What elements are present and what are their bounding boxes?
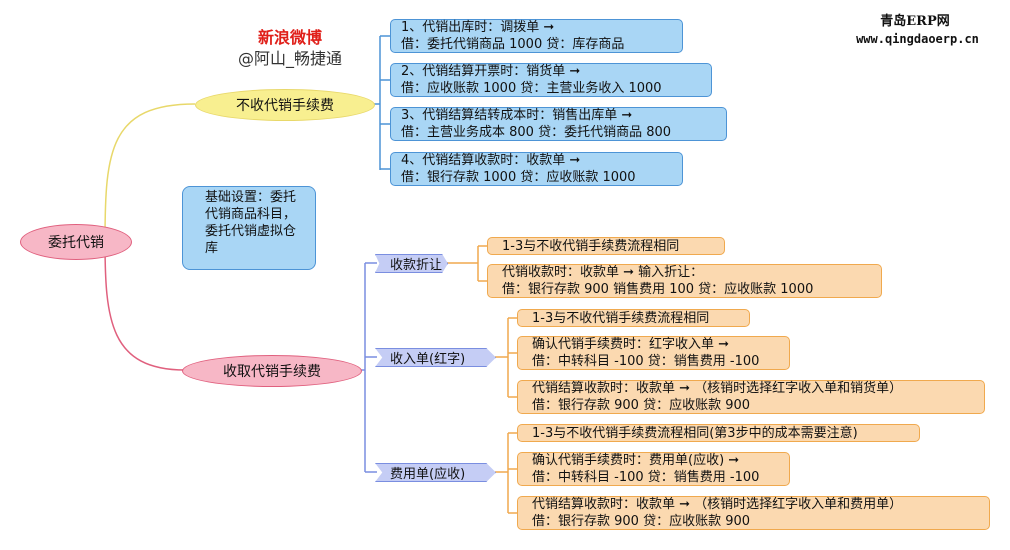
red-income-item-3[interactable]: 代销结算收款时：收款单 ➞ （核销时选择红字收入单和销货单） 借：银行存款 900… — [517, 380, 985, 414]
item-entry: 借：银行存款 900 贷：应收账款 900 — [532, 514, 751, 529]
item-title: 代销结算收款时：收款单 ➞ （核销时选择红字收入单和销货单） — [532, 381, 903, 396]
item-entry: 借：银行存款 900 销售费用 100 贷：应收账款 1000 — [502, 282, 814, 297]
step-entry: 借：委托代销商品 1000 贷：库存商品 — [401, 37, 625, 52]
step-title: 2、代销结算开票时：销货单 ➞ — [401, 64, 581, 79]
author-label: @阿山_畅捷通 — [237, 49, 342, 68]
weibo-label: 新浪微博 — [257, 28, 322, 47]
expense-item-3[interactable]: 代销结算收款时：收款单 ➞ （核销时选择红字收入单和费用单） 借：银行存款 900… — [517, 496, 990, 530]
step-4[interactable]: 4、代销结算收款时：收款单 ➞ 借：银行存款 1000 贷：应收账款 1000 — [390, 152, 683, 186]
step-2[interactable]: 2、代销结算开票时：销货单 ➞ 借：应收账款 1000 贷：主营业务收入 1000 — [390, 63, 712, 97]
discount-item-1[interactable]: 1-3与不收代销手续费流程相同 — [487, 237, 725, 255]
item-title: 代销结算收款时：收款单 ➞ （核销时选择红字收入单和费用单） — [532, 497, 903, 512]
item-title: 确认代销手续费时：红字收入单 ➞ — [532, 337, 730, 352]
branch-no-fee[interactable]: 不收代销手续费 — [195, 89, 375, 121]
item-entry: 借：中转科目 -100 贷：销售费用 -100 — [532, 354, 760, 369]
step-title: 3、代销结算结转成本时：销售出库单 ➞ — [401, 108, 633, 123]
step-title: 4、代销结算收款时：收款单 ➞ — [401, 153, 581, 168]
step-entry: 借：银行存款 1000 贷：应收账款 1000 — [401, 170, 636, 185]
item-title: 确认代销手续费时：费用单(应收) ➞ — [532, 453, 740, 468]
method-red-income[interactable]: 收入单(红字) — [375, 348, 496, 367]
discount-item-2[interactable]: 代销收款时：收款单 ➞ 输入折让： 借：银行存款 900 销售费用 100 贷：应… — [487, 264, 882, 298]
note-box: 基础设置：委托代销商品科目，委托代销虚拟仓库 — [182, 186, 316, 270]
step-1[interactable]: 1、代销出库时：调拨单 ➞ 借：委托代销商品 1000 贷：库存商品 — [390, 19, 683, 53]
step-3[interactable]: 3、代销结算结转成本时：销售出库单 ➞ 借：主营业务成本 800 贷：委托代销商品… — [390, 107, 727, 141]
item-entry: 借：银行存款 900 贷：应收账款 900 — [532, 398, 751, 413]
red-income-item-1[interactable]: 1-3与不收代销手续费流程相同 — [517, 309, 750, 327]
red-income-item-2[interactable]: 确认代销手续费时：红字收入单 ➞ 借：中转科目 -100 贷：销售费用 -100 — [517, 336, 790, 370]
method-discount[interactable]: 收款折让 — [375, 254, 448, 273]
item-text: 1-3与不收代销手续费流程相同(第3步中的成本需要注意) — [532, 425, 858, 441]
branch-fee[interactable]: 收取代销手续费 — [182, 355, 362, 387]
root-node[interactable]: 委托代销 — [20, 224, 132, 260]
item-title: 代销收款时：收款单 ➞ 输入折让： — [502, 265, 704, 280]
brand-url: www.qingdaoerp.cn — [856, 32, 979, 46]
expense-item-2[interactable]: 确认代销手续费时：费用单(应收) ➞ 借：中转科目 -100 贷：销售费用 -10… — [517, 452, 790, 486]
step-entry: 借：主营业务成本 800 贷：委托代销商品 800 — [401, 125, 672, 140]
step-title: 1、代销出库时：调拨单 ➞ — [401, 20, 555, 35]
expense-item-1[interactable]: 1-3与不收代销手续费流程相同(第3步中的成本需要注意) — [517, 424, 920, 442]
item-entry: 借：中转科目 -100 贷：销售费用 -100 — [532, 470, 760, 485]
item-text: 1-3与不收代销手续费流程相同 — [502, 238, 680, 254]
method-expense[interactable]: 费用单(应收) — [375, 463, 496, 482]
item-text: 1-3与不收代销手续费流程相同 — [532, 310, 710, 326]
step-entry: 借：应收账款 1000 贷：主营业务收入 1000 — [401, 81, 662, 96]
brand-name: 青岛ERP网 — [880, 14, 950, 29]
